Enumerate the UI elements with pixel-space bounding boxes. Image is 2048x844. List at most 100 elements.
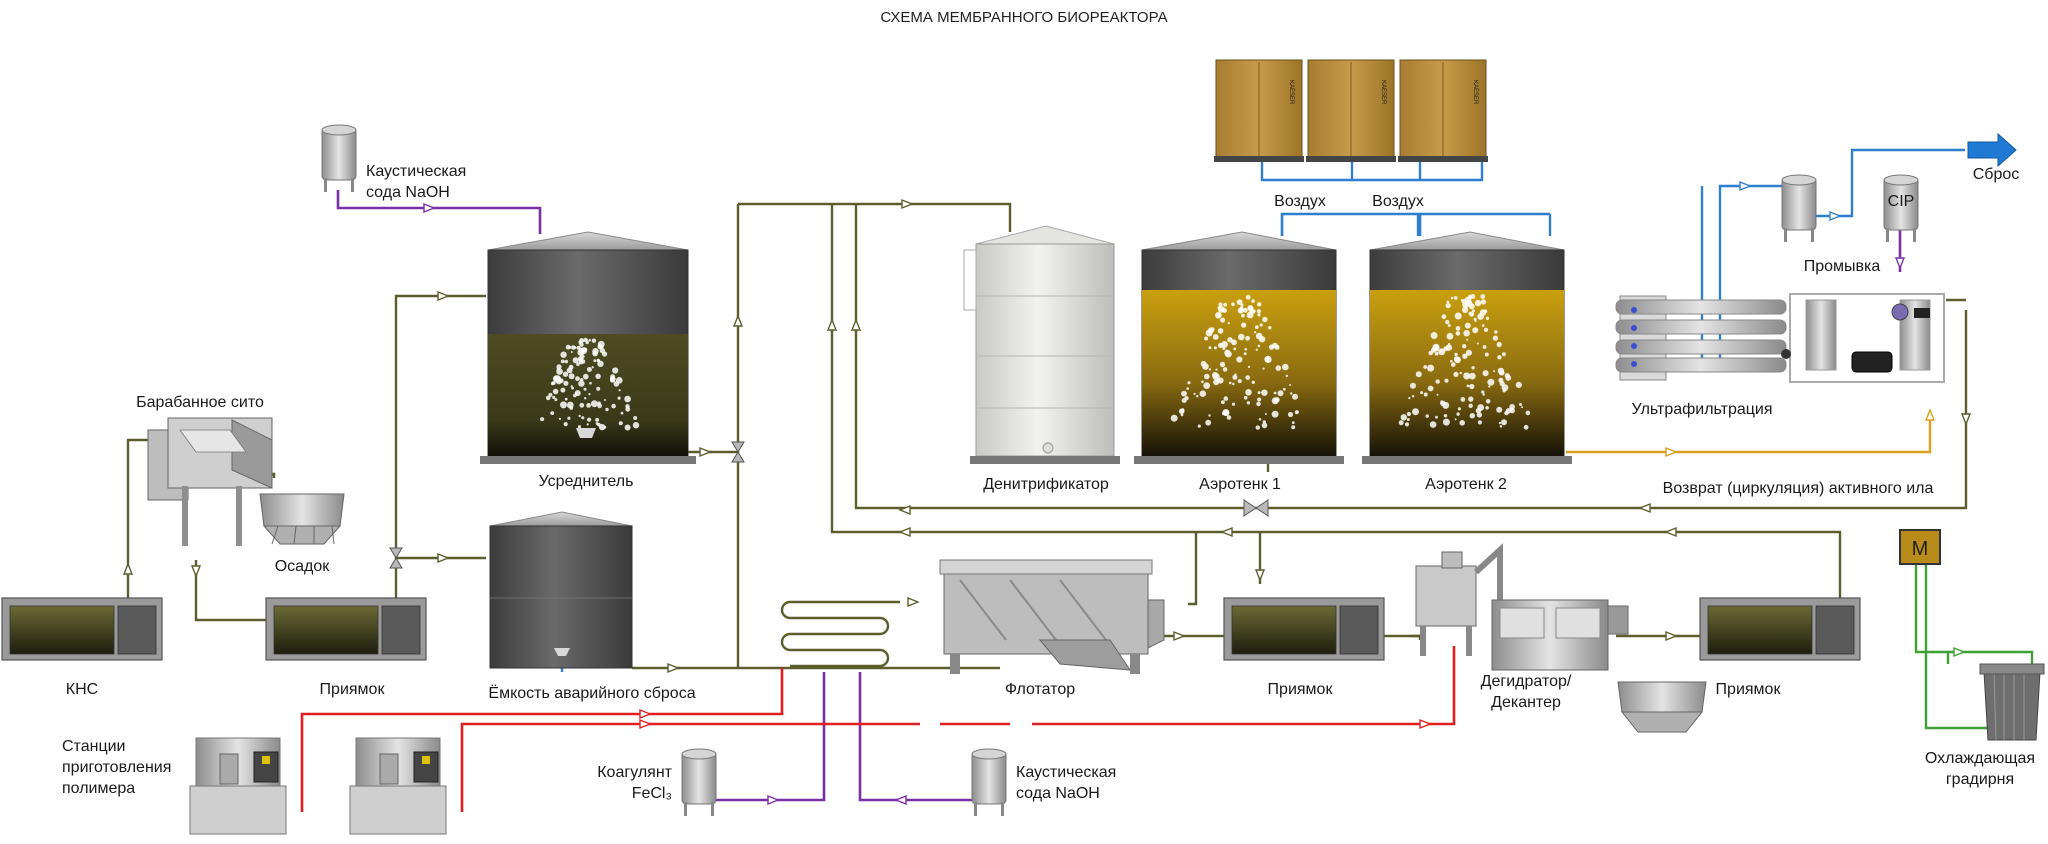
flotator bbox=[939, 559, 1165, 674]
flow-arrow bbox=[1960, 413, 1972, 426]
bubble bbox=[1245, 335, 1250, 341]
bubble bbox=[568, 345, 572, 349]
bubble bbox=[1447, 324, 1451, 327]
bubble bbox=[1251, 380, 1256, 384]
bubble bbox=[611, 403, 616, 409]
bubble bbox=[1272, 342, 1278, 349]
diagram-title: СХЕМА МЕМБРАННОГО БИОРЕАКТОРА bbox=[880, 9, 1167, 26]
bubble bbox=[1262, 367, 1265, 370]
bubble bbox=[1398, 420, 1404, 426]
bubble bbox=[1247, 365, 1251, 368]
bubble bbox=[632, 422, 640, 429]
bubble bbox=[1221, 411, 1226, 416]
bubble bbox=[578, 359, 584, 365]
bubble bbox=[1485, 316, 1490, 320]
bubble bbox=[1477, 404, 1485, 411]
ultrafiltration-unit bbox=[1615, 293, 1945, 383]
bubble bbox=[579, 358, 582, 361]
bubble bbox=[1480, 294, 1486, 299]
bubble bbox=[1289, 384, 1292, 386]
bubble bbox=[586, 403, 591, 408]
bubble bbox=[1496, 406, 1503, 413]
bubble bbox=[563, 380, 569, 386]
bubble bbox=[573, 346, 577, 349]
compressor-1: KAESER bbox=[1214, 59, 1304, 162]
denitrifier-label: Денитрификатор bbox=[983, 476, 1109, 493]
flow-arrow bbox=[699, 446, 712, 458]
bubble bbox=[1178, 408, 1185, 415]
bubble bbox=[1479, 309, 1487, 316]
bubble bbox=[1445, 302, 1451, 309]
bubble bbox=[605, 407, 609, 412]
bubble bbox=[1497, 355, 1502, 360]
bubble bbox=[1292, 393, 1298, 400]
bubble bbox=[579, 338, 585, 344]
bubble bbox=[1454, 296, 1458, 300]
bubble bbox=[1271, 397, 1279, 405]
bubble bbox=[1254, 325, 1259, 329]
bubble bbox=[1482, 370, 1489, 377]
aerotank-2 bbox=[1362, 231, 1572, 464]
bubble bbox=[1460, 298, 1464, 302]
bubble bbox=[1423, 365, 1428, 369]
bubble bbox=[1471, 366, 1475, 370]
bubble bbox=[573, 393, 577, 398]
bubble bbox=[1186, 387, 1189, 390]
valve-icon[interactable] bbox=[1243, 499, 1269, 517]
bubble bbox=[1264, 413, 1267, 415]
coagulant-label-1: Коагулянт bbox=[597, 764, 672, 781]
bubble bbox=[1457, 407, 1461, 411]
bubble bbox=[1205, 329, 1213, 337]
bubble bbox=[1443, 414, 1448, 418]
flow-arrow bbox=[1665, 446, 1678, 458]
bubble bbox=[1515, 381, 1522, 388]
flow-arrow bbox=[190, 565, 202, 578]
bubble bbox=[1497, 367, 1505, 375]
caustic-tank-top bbox=[321, 124, 357, 192]
bubble bbox=[1462, 306, 1469, 313]
sludge-return-label: Возврат (циркуляция) активного ила bbox=[1663, 480, 1934, 497]
bubble bbox=[1411, 395, 1415, 398]
emergency-tank bbox=[489, 511, 633, 669]
bubble bbox=[583, 387, 587, 391]
bubble bbox=[1423, 392, 1428, 397]
bubble bbox=[1259, 323, 1263, 327]
valve-icon[interactable] bbox=[731, 441, 745, 463]
flow-arrow bbox=[1173, 630, 1186, 642]
bubble bbox=[588, 339, 591, 342]
bubble bbox=[1483, 327, 1489, 332]
bubble bbox=[1451, 362, 1456, 367]
bubble bbox=[618, 421, 623, 426]
ultrafiltration-label: Ультрафильтрация bbox=[1631, 401, 1772, 418]
bubble bbox=[540, 417, 545, 422]
bubble bbox=[563, 422, 568, 427]
bubble bbox=[581, 416, 585, 420]
bubble bbox=[1255, 348, 1258, 351]
bubble bbox=[1261, 389, 1268, 396]
bubble bbox=[1472, 309, 1475, 313]
sump-1-label: Приямок bbox=[320, 681, 386, 698]
bubble bbox=[1404, 422, 1410, 427]
bubble bbox=[1446, 332, 1454, 340]
bubble bbox=[560, 351, 567, 358]
bubble bbox=[1408, 397, 1411, 400]
bubble bbox=[1218, 342, 1224, 348]
bubble bbox=[1435, 379, 1440, 384]
bubble bbox=[1275, 365, 1282, 371]
bubble bbox=[1494, 330, 1498, 334]
bubble bbox=[1466, 384, 1470, 388]
bubble bbox=[562, 371, 569, 377]
air-label-1: Воздух bbox=[1274, 193, 1326, 210]
bubble bbox=[1236, 299, 1243, 305]
bubble bbox=[1462, 353, 1468, 359]
bubble bbox=[1496, 341, 1502, 348]
bubble bbox=[1257, 313, 1261, 317]
sump-2-label: Приямок bbox=[1268, 681, 1334, 698]
valve-icon[interactable] bbox=[389, 547, 403, 569]
aeration-bubbles bbox=[1170, 294, 1299, 430]
bubble bbox=[1468, 312, 1472, 315]
bubble bbox=[586, 367, 592, 372]
bubble bbox=[1499, 425, 1503, 428]
bubble bbox=[1253, 309, 1256, 313]
bubble bbox=[633, 416, 638, 420]
